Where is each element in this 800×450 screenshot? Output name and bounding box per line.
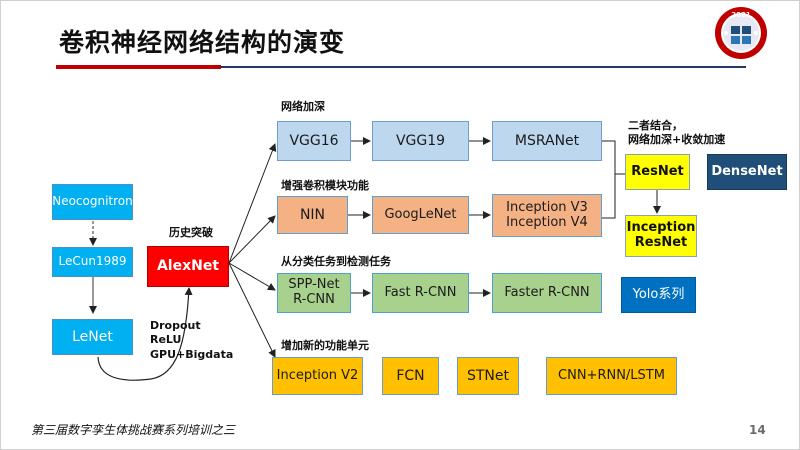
section-label-detection: 从分类任务到检测任务	[281, 255, 391, 268]
node-cnn-rnn-lstm: CNN+RNN/LSTM	[546, 357, 677, 395]
node-spp-rcnn: SPP-Net R-CNN	[277, 273, 351, 313]
footer-text: 第三届数字孪生体挑战赛系列培训之三	[31, 423, 236, 437]
section-label-combined-line2: 网络加深+收敛加速	[628, 133, 726, 146]
node-neocognitron: Neocognitron	[52, 184, 133, 220]
title-rule	[221, 66, 746, 68]
node-yolo: Yolo系列	[621, 277, 696, 313]
node-lenet: LeNet	[52, 319, 133, 355]
section-label-deepen: 网络加深	[281, 100, 325, 113]
title-accent-bar	[56, 65, 221, 69]
inception-resnet-line1: Inception	[626, 220, 696, 236]
note-gpu-bigdata: GPU+Bigdata	[150, 347, 234, 361]
node-vgg16: VGG16	[277, 121, 351, 161]
node-fast-rcnn: Fast R-CNN	[372, 273, 469, 313]
node-densenet: DenseNet	[707, 154, 787, 190]
note-relu: ReLU	[150, 333, 182, 347]
node-alexnet: AlexNet	[147, 246, 229, 287]
page-number: 14	[749, 423, 766, 437]
logo-year: 2021	[731, 11, 751, 19]
node-resnet: ResNet	[625, 154, 690, 190]
alexnet-notes: Dropout ReLU GPU+Bigdata	[150, 319, 233, 362]
note-dropout: Dropout	[150, 319, 201, 332]
spp-net-label: SPP-Net	[288, 277, 340, 293]
section-label-enhance: 增强卷积模块功能	[281, 179, 369, 192]
section-label-new-units: 增加新的功能单元	[281, 339, 369, 352]
node-inception-v3-v4: Inception V3 Inception V4	[492, 194, 602, 237]
page-title: 卷积神经网络结构的演变	[59, 28, 346, 57]
inception-resnet-line2: ResNet	[634, 235, 688, 250]
inception-v4-label: Inception V4	[506, 214, 588, 230]
rcnn-label: R-CNN	[293, 292, 335, 307]
node-nin: NIN	[277, 196, 348, 234]
node-msranet: MSRANet	[492, 121, 602, 161]
competition-logo-icon: 2021	[715, 7, 767, 59]
node-faster-rcnn: Faster R-CNN	[492, 273, 602, 313]
node-inception-resnet: Inception ResNet	[625, 215, 697, 257]
section-label-breakthrough: 历史突破	[169, 226, 213, 239]
node-vgg19: VGG19	[372, 121, 469, 161]
node-lecun1989: LeCun1989	[52, 247, 133, 277]
node-stnet: STNet	[457, 357, 519, 395]
node-fcn: FCN	[382, 357, 439, 395]
section-label-combined-line1: 二者结合，	[628, 119, 683, 132]
node-googlenet: GoogLeNet	[372, 196, 469, 234]
inception-v3-label: Inception V3	[506, 199, 588, 215]
node-inception-v2: Inception V2	[272, 357, 363, 395]
